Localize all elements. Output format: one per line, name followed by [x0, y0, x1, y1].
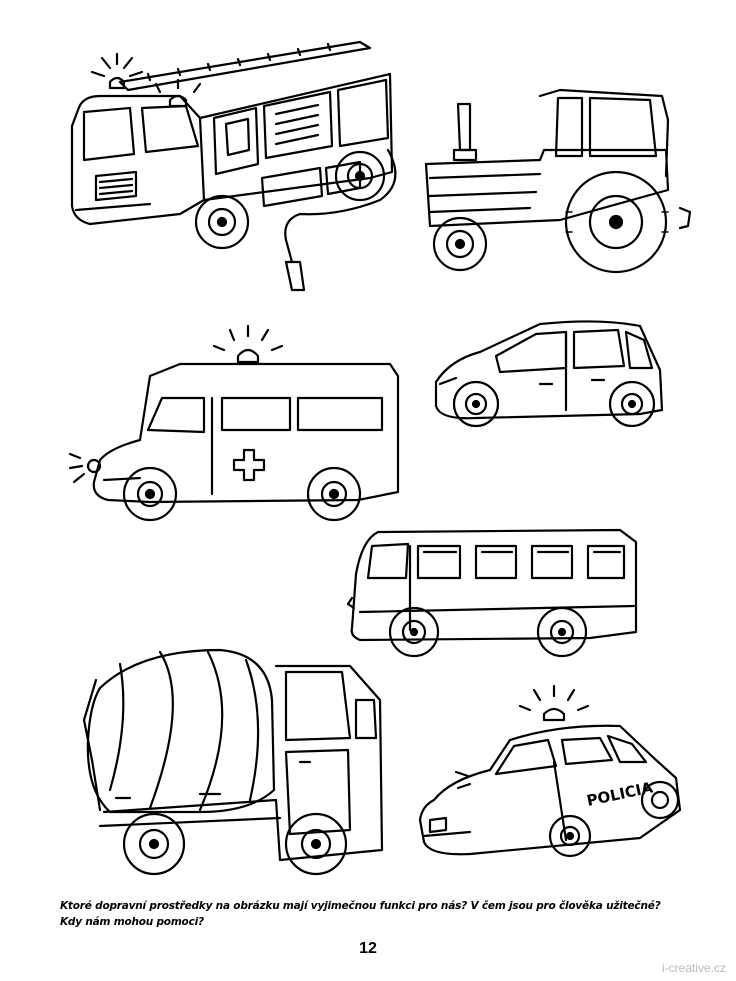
page-number: 12 [359, 940, 377, 957]
fire-truck-drawing [70, 40, 397, 292]
cement-mixer-drawing [82, 648, 384, 876]
ambulance-drawing [68, 324, 400, 522]
question-line-1: Ktoré dopravní prostředky na obrázku maj… [60, 900, 661, 912]
police-label: POLICIA [585, 778, 655, 810]
small-car-drawing [434, 320, 664, 428]
bus-drawing [346, 528, 638, 658]
watermark: i-creative.cz [661, 961, 726, 975]
question-text: Ktoré dopravní prostředky na obrázku maj… [60, 898, 700, 930]
question-line-2: Kdy nám mohou pomoci? [60, 916, 204, 928]
tractor-drawing [424, 88, 692, 274]
police-car-drawing: POLICIA [418, 684, 682, 858]
